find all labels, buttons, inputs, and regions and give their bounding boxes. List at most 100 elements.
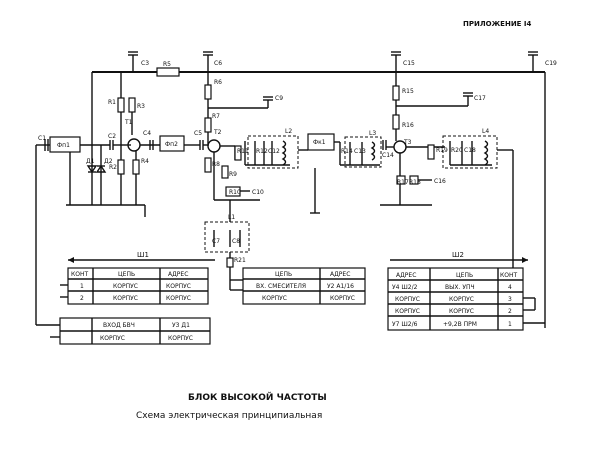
label-t2: T2	[213, 129, 222, 136]
label-c9: C9	[275, 95, 283, 102]
sh2-header-cont: КОНТ	[500, 272, 517, 279]
sh2-row-1-cont: 4	[508, 284, 512, 291]
label-c13: C13	[354, 148, 366, 155]
label-d1: Д1	[86, 158, 95, 165]
label-sh1: Ш1	[137, 251, 149, 259]
label-c1: C1	[38, 135, 46, 142]
label-r6: R6	[214, 79, 222, 86]
label-fp2: Фп2	[165, 141, 178, 148]
sh2-row-3-circuit: КОРПУС	[449, 308, 474, 315]
label-r15: R15	[402, 88, 414, 95]
label-c17: C17	[474, 95, 486, 102]
stage-2	[204, 72, 335, 201]
sh2-row-3-cont: 2	[508, 308, 512, 315]
power-rail	[91, 51, 546, 328]
connector-sh1	[60, 257, 215, 305]
sh1-row-1-cont: 1	[80, 283, 84, 290]
sh2-row-2-cont: 3	[508, 296, 512, 303]
stage-1	[35, 72, 208, 325]
label-t3: T3	[403, 139, 412, 146]
label-r10: R10	[229, 189, 241, 196]
label-fk1: Фк1	[313, 139, 326, 146]
input-row-1-circuit: ВХОД БВЧ	[103, 322, 135, 329]
label-c5: C5	[194, 130, 202, 137]
label-c14: C14	[382, 152, 394, 159]
input-row-1-address: У3 Д1	[172, 322, 190, 329]
label-c4: C4	[143, 130, 151, 137]
label-c16: C16	[434, 178, 446, 185]
label-c18: C18	[464, 147, 476, 154]
label-c15: C15	[403, 60, 415, 67]
label-r18: R18	[409, 179, 421, 186]
sh2-row-4-circuit: +9,2В ПРМ	[443, 321, 477, 328]
label-r3: R3	[137, 103, 145, 110]
label-c10: C10	[252, 189, 264, 196]
label-l3: L3	[369, 130, 376, 137]
label-l2: L2	[285, 128, 292, 135]
label-c7: C7	[212, 238, 220, 245]
sh1-row-2-circuit: КОРПУС	[113, 295, 138, 302]
sh2-row-2-address: КОРПУС	[395, 296, 420, 303]
input-row-2-address: КОРПУС	[168, 335, 193, 342]
label-r21: R21	[234, 257, 246, 264]
label-r14: R14	[341, 148, 353, 155]
label-c12: C12	[268, 148, 280, 155]
sh1-row-1-circuit: КОРПУС	[113, 283, 138, 290]
label-c3: C3	[141, 60, 149, 67]
label-r16: R16	[402, 122, 414, 129]
caption-subtitle: Схема электрическая принципиальная	[136, 411, 322, 421]
label-fp1: Фп1	[57, 142, 70, 149]
sh2-row-4-cont: 1	[508, 321, 512, 328]
sh1-row-2-cont: 2	[80, 295, 84, 302]
label-r5: R5	[163, 61, 171, 68]
label-sh2: Ш2	[452, 251, 464, 259]
label-r12: R12	[256, 148, 268, 155]
input-row-2-circuit: КОРПУС	[100, 335, 125, 342]
label-d2: Д2	[104, 158, 113, 165]
sh2-header-address: АДРЕС	[396, 272, 416, 279]
caption-title: БЛОК ВЫСОКОЙ ЧАСТОТЫ	[188, 391, 327, 403]
connector-mixer	[242, 267, 366, 305]
label-r11: R11	[237, 148, 249, 155]
sh1-header-cont: КОНТ	[71, 271, 88, 278]
sh1-row-2-address: КОРПУС	[166, 295, 191, 302]
label-r1: R1	[108, 99, 116, 106]
mixer-row-1-address: У2 А1/16	[327, 283, 354, 290]
label-r4: R4	[141, 158, 149, 165]
label-r19: R19	[436, 147, 448, 154]
filter-fp1: Фп1	[57, 142, 70, 149]
sh1-row-1-address: КОРПУС	[166, 283, 191, 290]
appendix-label: ПРИЛОЖЕНИЕ I4	[463, 20, 532, 28]
sh1-header-circuit: ЦЕПЬ	[118, 271, 135, 278]
stage-3	[334, 72, 514, 278]
mixer-header-address: АДРЕС	[330, 271, 350, 278]
sh2-header-circuit: ЦЕПЬ	[456, 272, 473, 279]
label-c2: C2	[108, 133, 116, 140]
mixer-row-1-circuit: ВХ. СМЕСИТЕЛЯ	[256, 283, 306, 290]
connector-input	[36, 317, 211, 345]
label-r9: R9	[229, 171, 237, 178]
connector-sh2	[387, 257, 545, 331]
label-l4: L4	[482, 128, 489, 135]
label-c6: C6	[214, 60, 222, 67]
label-r2: R2	[109, 164, 117, 171]
mixer-row-2-circuit: КОРПУС	[262, 295, 287, 302]
label-c19: C19	[545, 60, 557, 67]
sh2-row-4-address: У7 Ш2/6	[392, 321, 418, 328]
sh1-header-address: АДРЕС	[168, 271, 188, 278]
mixer-header-circuit: ЦЕПЬ	[275, 271, 292, 278]
sh2-row-3-address: КОРПУС	[395, 308, 420, 315]
label-r17: R17	[397, 179, 409, 186]
label-r7: R7	[212, 113, 220, 120]
sh2-row-1-circuit: ВЫХ. УПЧ	[445, 284, 475, 291]
filter-fp2: Фп2	[165, 141, 178, 148]
filter-fk1: Фк1	[313, 139, 326, 146]
l1-tank	[204, 200, 250, 291]
sh2-row-1-address: У4 Ш2/2	[392, 284, 418, 291]
label-t1: T1	[124, 119, 133, 126]
label-c8: C8	[232, 238, 240, 245]
label-l1: L1	[228, 214, 235, 221]
label-r8: R8	[212, 161, 220, 168]
sh2-row-2-circuit: КОРПУС	[449, 296, 474, 303]
